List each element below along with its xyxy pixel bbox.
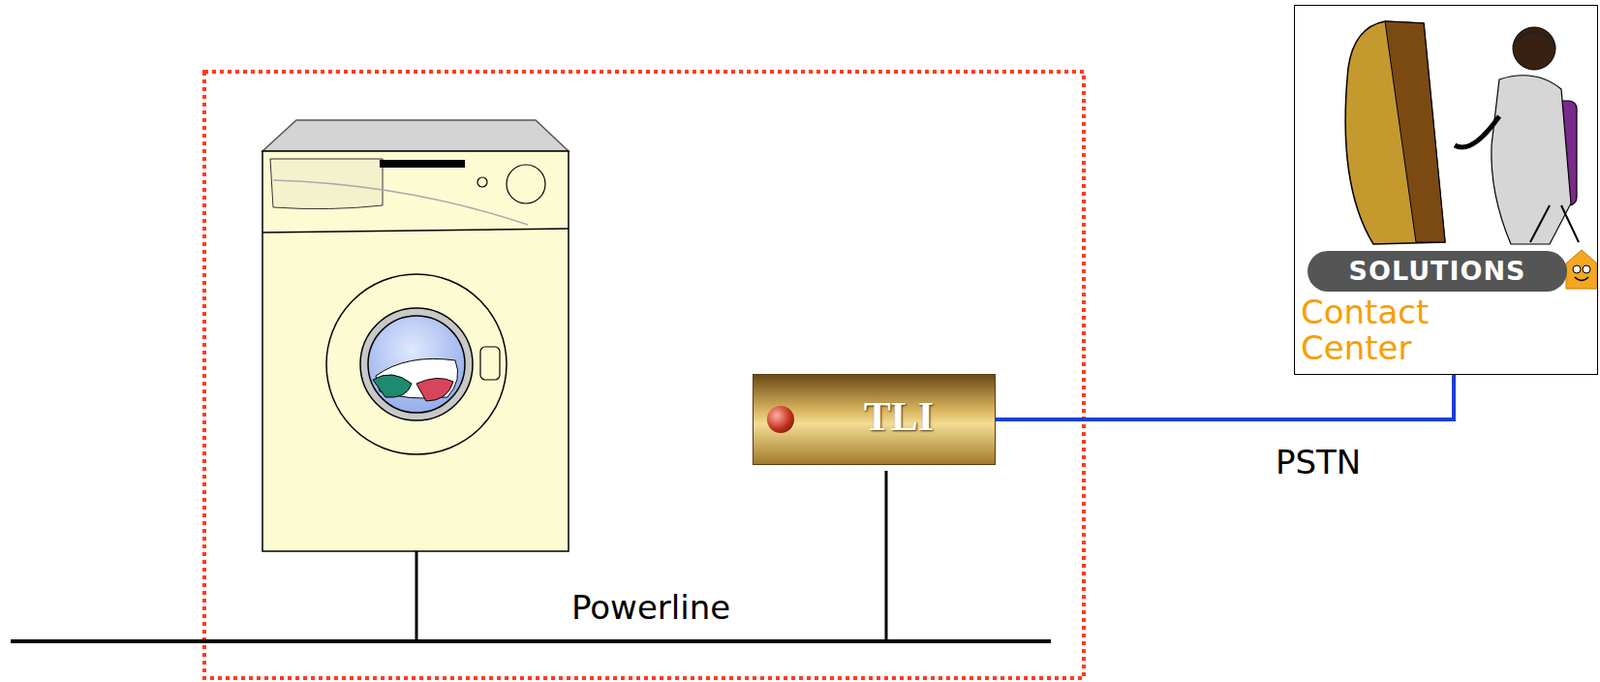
washer-knob (477, 177, 488, 187)
washer-door-handle (480, 346, 500, 380)
washer-dial (506, 164, 546, 204)
washer-door (326, 274, 507, 455)
home-region (204, 71, 1084, 678)
center-name: Contact Center (1300, 294, 1485, 368)
brand-badge: SOLUTIONS (1307, 250, 1568, 292)
washer-tap (415, 551, 419, 642)
operator-illustration (1345, 21, 1598, 289)
house-smile (1574, 276, 1589, 281)
laundry-red (416, 377, 454, 401)
operator-arm (1454, 116, 1500, 148)
smiley-house (1566, 249, 1598, 289)
chair-side (1384, 21, 1446, 243)
powerline-wire (10, 639, 1051, 644)
washer-lid (262, 120, 569, 152)
washer-panel-line (262, 228, 569, 233)
link-label: PSTN (1275, 442, 1361, 482)
chair-back (1345, 21, 1446, 245)
device-name: TLI (811, 392, 986, 441)
indicator-lamp (767, 405, 795, 433)
house-eye (1572, 265, 1581, 274)
washing-machine (262, 120, 569, 552)
contact-center-box: SOLUTIONSContact Center (1293, 4, 1599, 375)
chair-legs (1530, 205, 1579, 243)
wire-label: Powerline (571, 587, 731, 627)
washer-door-rim (360, 307, 473, 421)
headset (1512, 31, 1556, 47)
phone-line (995, 374, 1454, 420)
laundry-green (372, 374, 412, 398)
washer-window (368, 315, 465, 413)
house-eye (1582, 265, 1591, 274)
tli-box: TLI (752, 373, 996, 465)
washer-curve (273, 180, 528, 225)
tli-tap (885, 470, 889, 642)
house-shape (1566, 249, 1598, 289)
operator-body (1491, 75, 1571, 245)
operator-head (1512, 27, 1556, 70)
washer-body (262, 151, 569, 552)
washer-handle (379, 159, 465, 168)
